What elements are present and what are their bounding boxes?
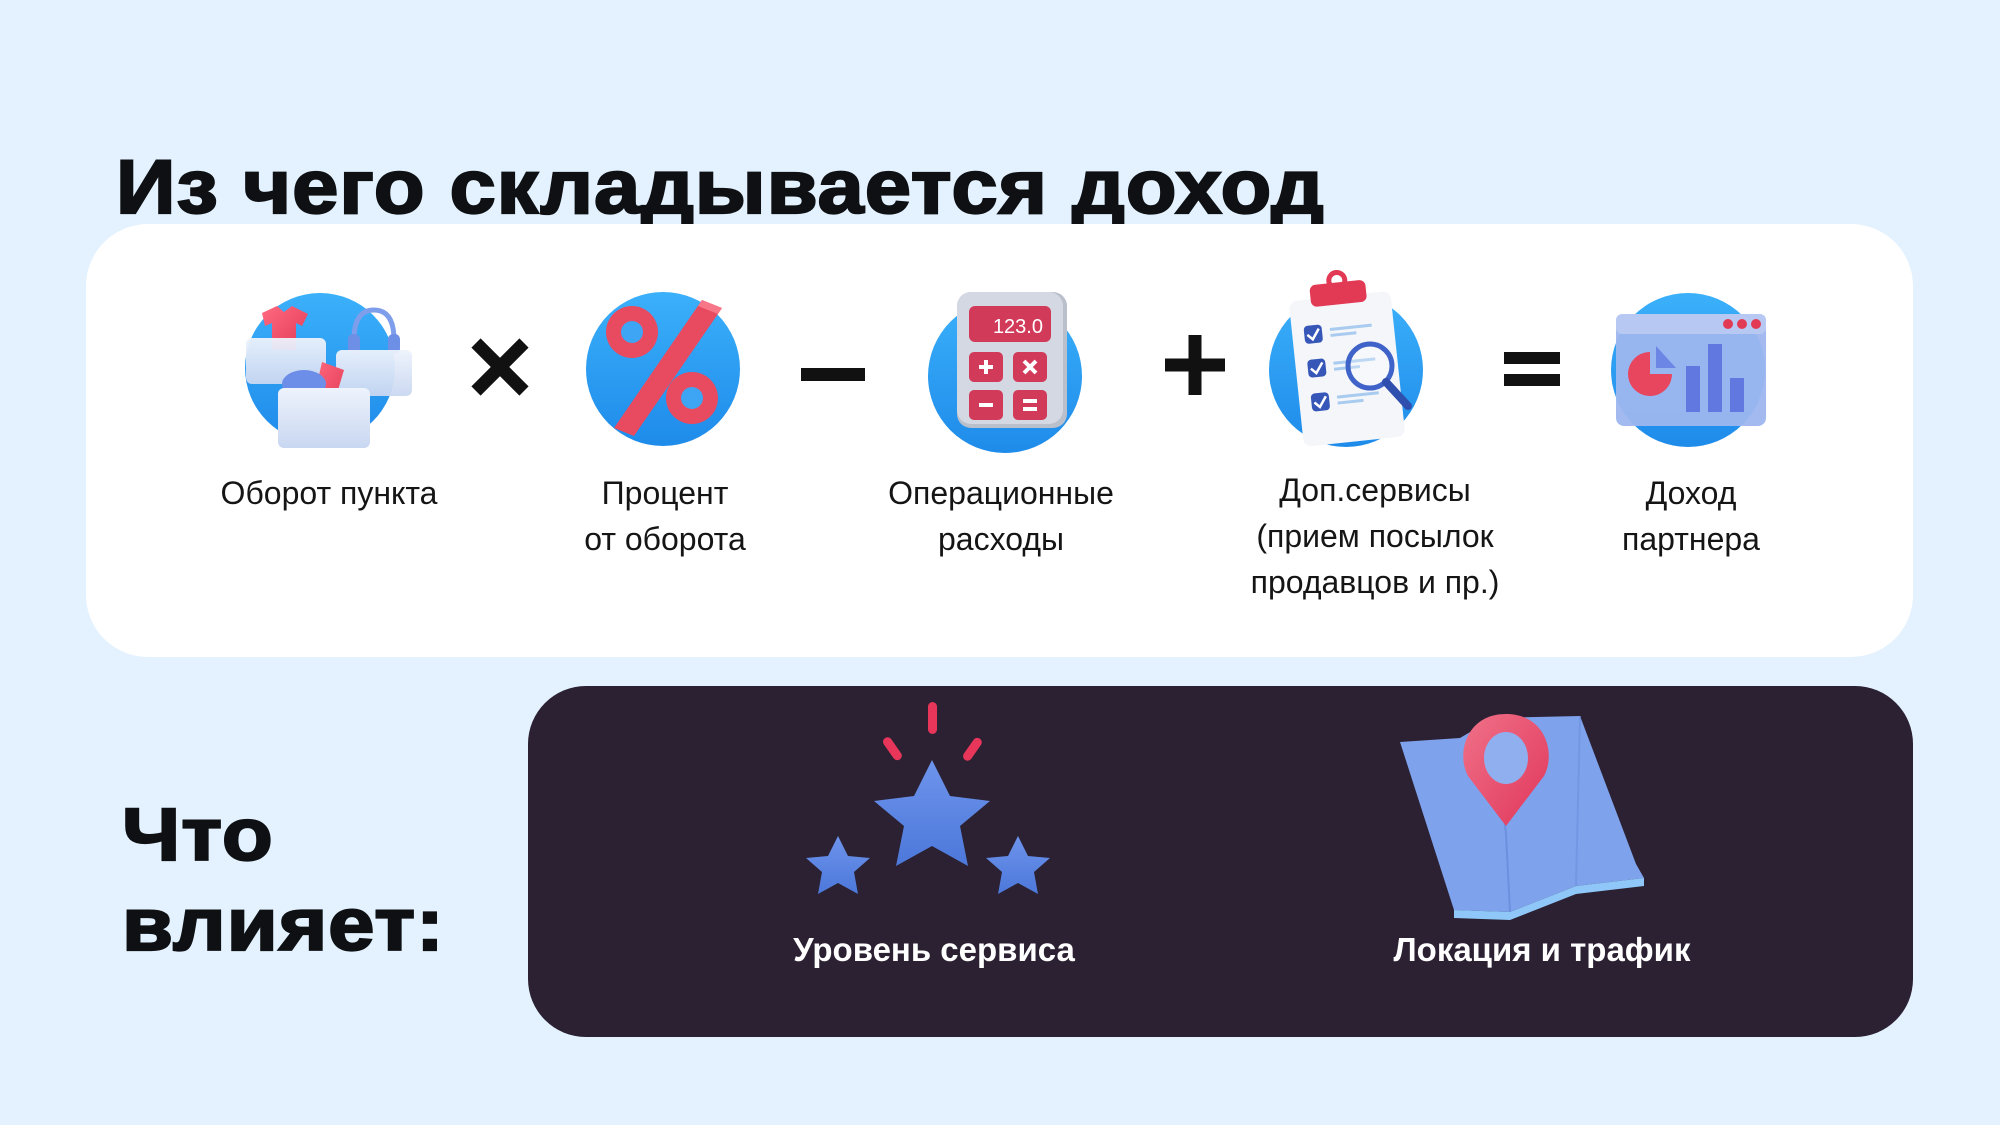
calculator-display: 123.0 xyxy=(993,316,1043,338)
influence-panel xyxy=(528,686,1913,1037)
label-partner-income: Доход партнера xyxy=(1622,475,1760,557)
percent-icon xyxy=(574,280,754,460)
stars-icon xyxy=(800,698,1060,903)
equals-icon xyxy=(1492,328,1572,408)
page-title: Из чего складывается доход xyxy=(115,144,1325,231)
clipboard-search-icon xyxy=(1256,268,1436,448)
plus-icon xyxy=(1155,325,1235,405)
minus-icon xyxy=(793,335,873,415)
factor-service-level: Уровень сервиса xyxy=(793,931,1075,968)
label-operational-expenses: Операционные расходы xyxy=(888,475,1114,557)
multiply-icon xyxy=(460,327,540,407)
calculator-icon: 123.0 xyxy=(915,280,1095,460)
boxes-icon xyxy=(232,278,412,458)
label-percent: Процент от оборота xyxy=(584,475,746,557)
influence-title: Что влияет: xyxy=(121,792,445,967)
map-pin-icon xyxy=(1396,714,1651,924)
analytics-window-icon xyxy=(1598,280,1778,460)
label-turnover: Оборот пункта xyxy=(220,475,438,511)
factor-location-traffic: Локация и трафик xyxy=(1393,931,1691,968)
label-extra-services: Доп.сервисы (прием посылок продавцов и п… xyxy=(1250,472,1500,600)
